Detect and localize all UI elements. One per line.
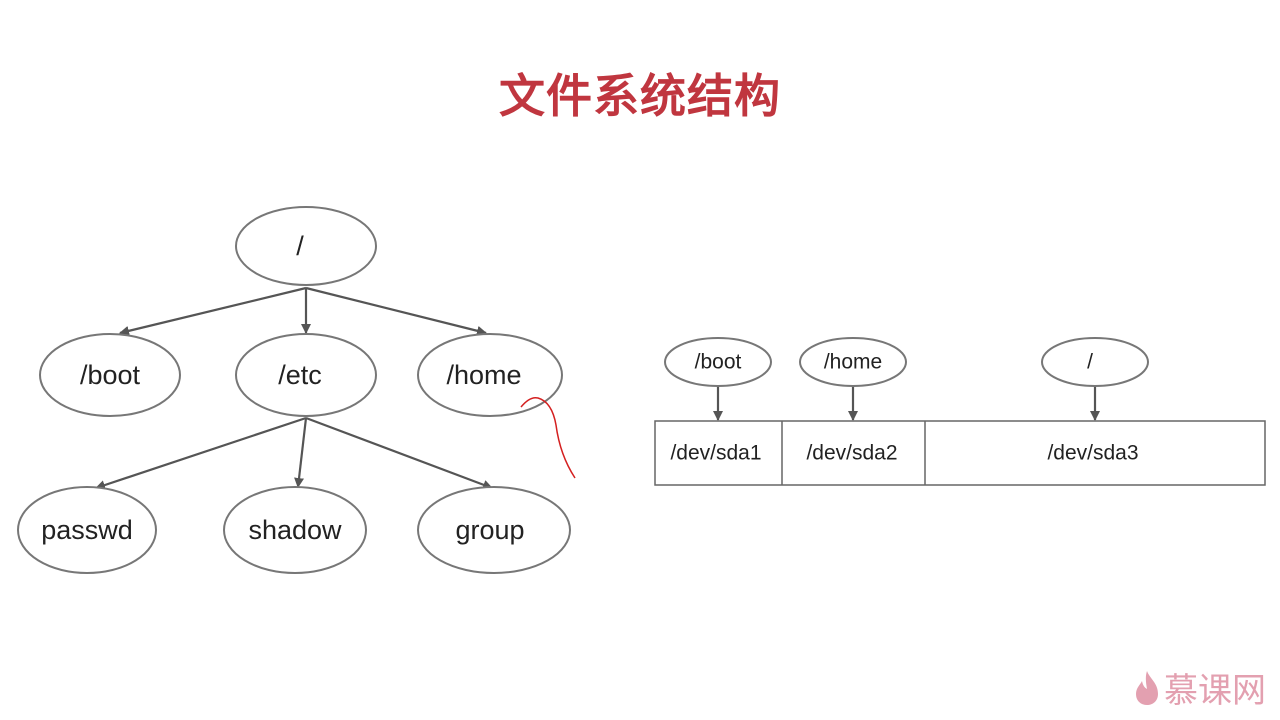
partition-sda1: /dev/sda1 bbox=[670, 442, 761, 465]
tree-node-passwd: passwd bbox=[17, 486, 157, 574]
mount-node-root: / bbox=[1041, 337, 1149, 387]
svg-text:/etc: /etc bbox=[278, 360, 322, 390]
flame-icon bbox=[1136, 670, 1158, 705]
svg-text:/home: /home bbox=[446, 360, 521, 390]
svg-text:passwd: passwd bbox=[41, 515, 133, 545]
slide-title: 文件系统结构 bbox=[499, 69, 781, 123]
tree-edges bbox=[95, 286, 493, 490]
tree-node-group: group bbox=[417, 486, 571, 574]
svg-text:/: / bbox=[1087, 351, 1093, 374]
disk-partition-bar: /dev/sda1 /dev/sda2 /dev/sda3 bbox=[654, 420, 1266, 486]
svg-text:shadow: shadow bbox=[248, 515, 342, 545]
partition-sda2: /dev/sda2 bbox=[806, 442, 897, 465]
tree-node-home: /home bbox=[417, 333, 563, 417]
partition-edges bbox=[713, 386, 1100, 421]
mount-node-home: /home bbox=[799, 337, 907, 387]
svg-text:/home: /home bbox=[824, 351, 882, 374]
svg-text:/boot: /boot bbox=[695, 351, 742, 374]
svg-text:/: / bbox=[296, 231, 304, 261]
svg-text:group: group bbox=[455, 515, 524, 545]
tree-node-boot: /boot bbox=[39, 333, 181, 417]
tree-node-root: / bbox=[235, 206, 377, 286]
logo-text: 慕课网 bbox=[1164, 671, 1266, 711]
annotation-stroke bbox=[520, 396, 576, 479]
partition-sda3: /dev/sda3 bbox=[1047, 442, 1138, 465]
tree-node-shadow: shadow bbox=[223, 486, 367, 574]
mount-node-boot: /boot bbox=[664, 337, 772, 387]
svg-text:/boot: /boot bbox=[80, 360, 141, 390]
logo: 慕课网 bbox=[1134, 663, 1266, 712]
tree-node-etc: /etc bbox=[235, 333, 377, 417]
